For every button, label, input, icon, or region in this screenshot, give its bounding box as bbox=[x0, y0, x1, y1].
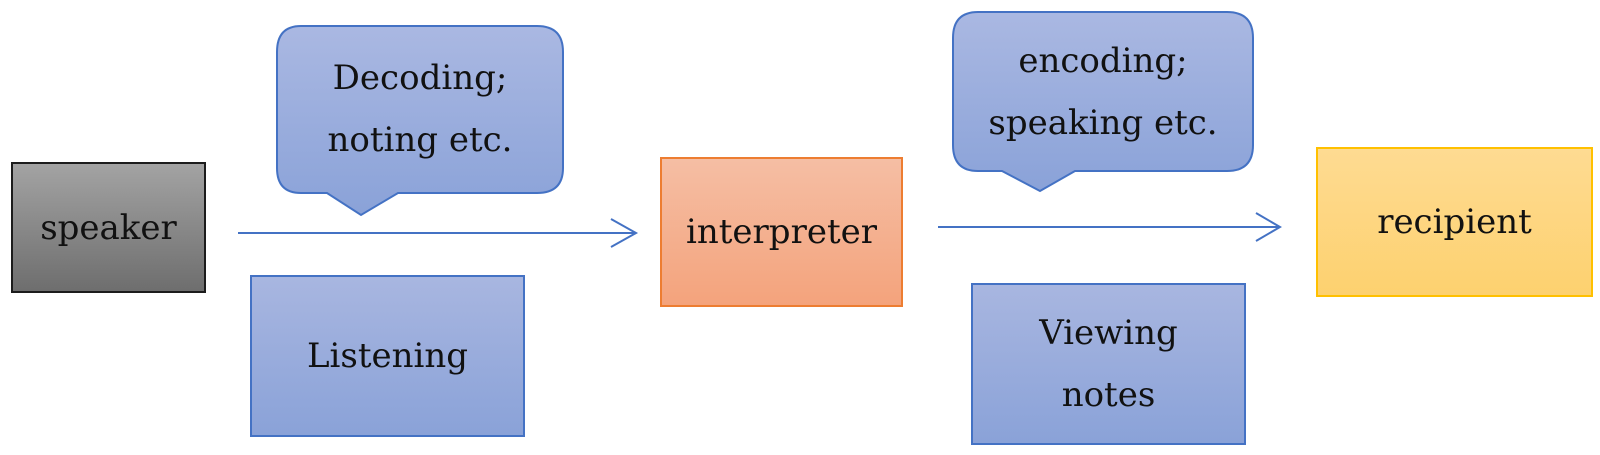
listening-label: Listening bbox=[306, 336, 469, 376]
viewing-notes-line2: notes bbox=[1061, 375, 1156, 415]
listening-box: Listening bbox=[250, 275, 525, 437]
decoding-callout-line2: noting etc. bbox=[327, 120, 513, 160]
encoding-callout-line1: encoding; bbox=[1018, 41, 1188, 81]
arrow-speaker-to-interpreter bbox=[238, 218, 639, 248]
speaker-label: speaker bbox=[40, 207, 177, 248]
arrow-interpreter-to-recipient bbox=[938, 212, 1282, 242]
viewing-notes-line1: Viewing bbox=[1039, 313, 1178, 353]
recipient-box: recipient bbox=[1316, 147, 1593, 297]
decoding-callout-bubble bbox=[276, 25, 564, 217]
encoding-callout: encoding; speaking etc. bbox=[953, 12, 1253, 172]
recipient-label: recipient bbox=[1377, 202, 1532, 242]
encoding-callout-bubble bbox=[952, 11, 1254, 193]
decoding-callout-line1: Decoding; bbox=[332, 58, 508, 98]
interpreter-label: interpreter bbox=[686, 212, 877, 252]
decoding-callout: Decoding; noting etc. bbox=[277, 26, 563, 192]
encoding-callout-line2: speaking etc. bbox=[988, 103, 1218, 143]
speaker-box: speaker bbox=[11, 162, 206, 293]
interpreter-box: interpreter bbox=[660, 157, 903, 307]
viewing-notes-box: Viewing notes bbox=[971, 283, 1246, 445]
